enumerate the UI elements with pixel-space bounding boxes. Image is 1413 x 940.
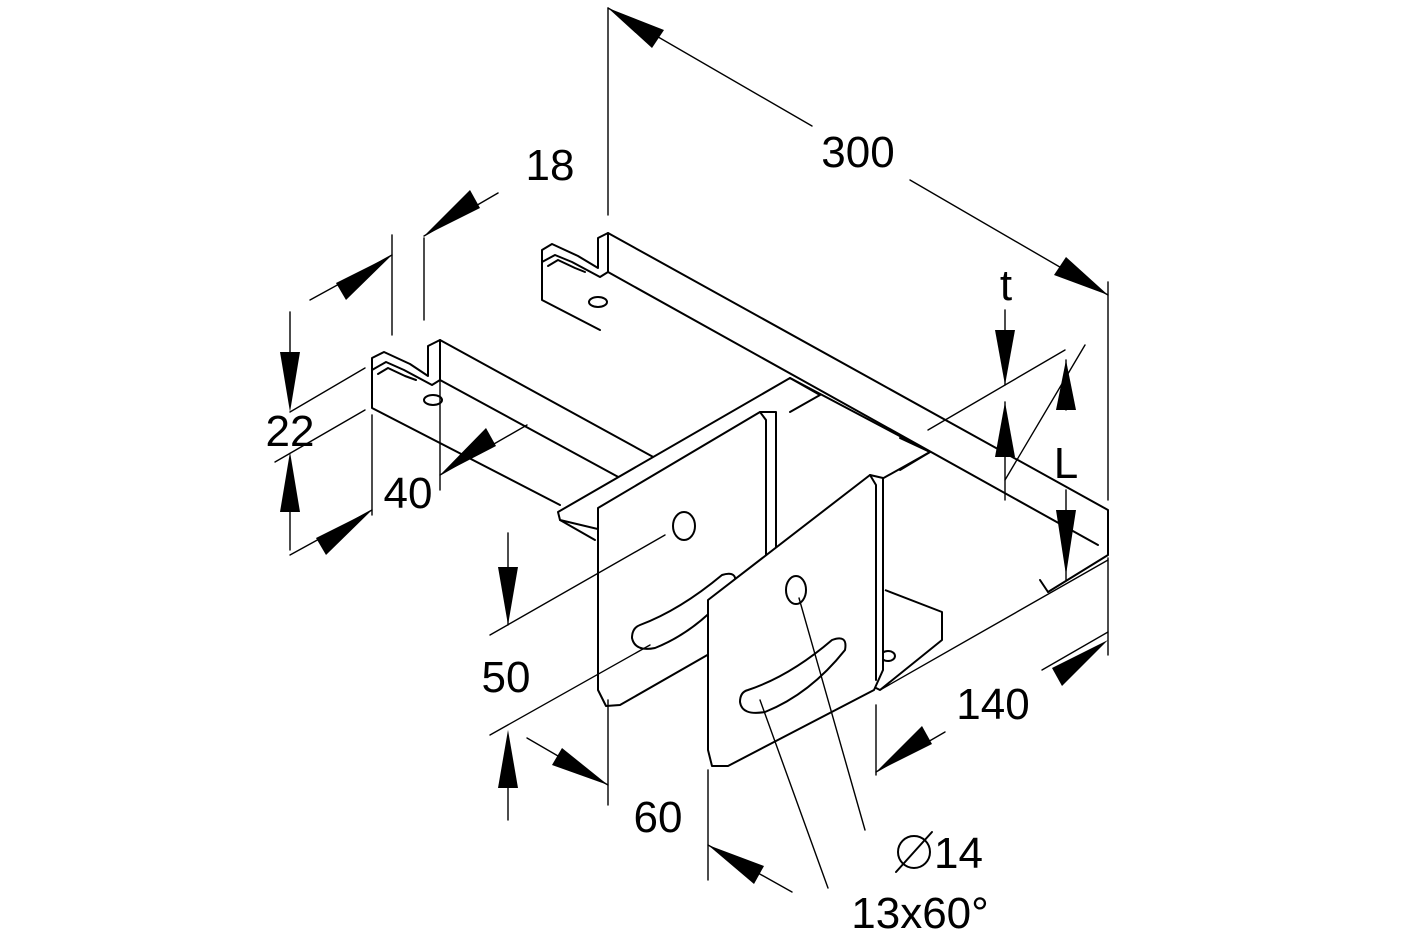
rear-channel [541,232,1109,593]
dim-t-label: t [1000,261,1012,310]
front-plate-hole [672,511,696,541]
rear-plate [707,474,884,767]
dim-hole-diameter-label: 14 [934,829,983,878]
dim-60-label: 60 [634,793,683,842]
diameter-symbol-icon [895,831,933,873]
rear-plate-hole [785,575,807,605]
rear-channel-hole [588,296,608,308]
rear-plate-slot [739,637,847,714]
dim-slot-label: 13x60° [851,889,988,938]
dim-22-label: 22 [266,407,315,456]
lower-flange [869,579,1049,691]
dim-18-label: 18 [526,141,575,190]
dimension-arrows [280,8,1108,884]
front-plate-slot [631,572,737,650]
front-channel-hole [423,394,443,406]
dim-L-label: L [1054,439,1078,488]
dim-300-label: 300 [821,128,894,177]
dim-50-label: 50 [482,653,531,702]
dim-40-label: 40 [384,469,433,518]
dim-140-label: 140 [956,680,1029,729]
